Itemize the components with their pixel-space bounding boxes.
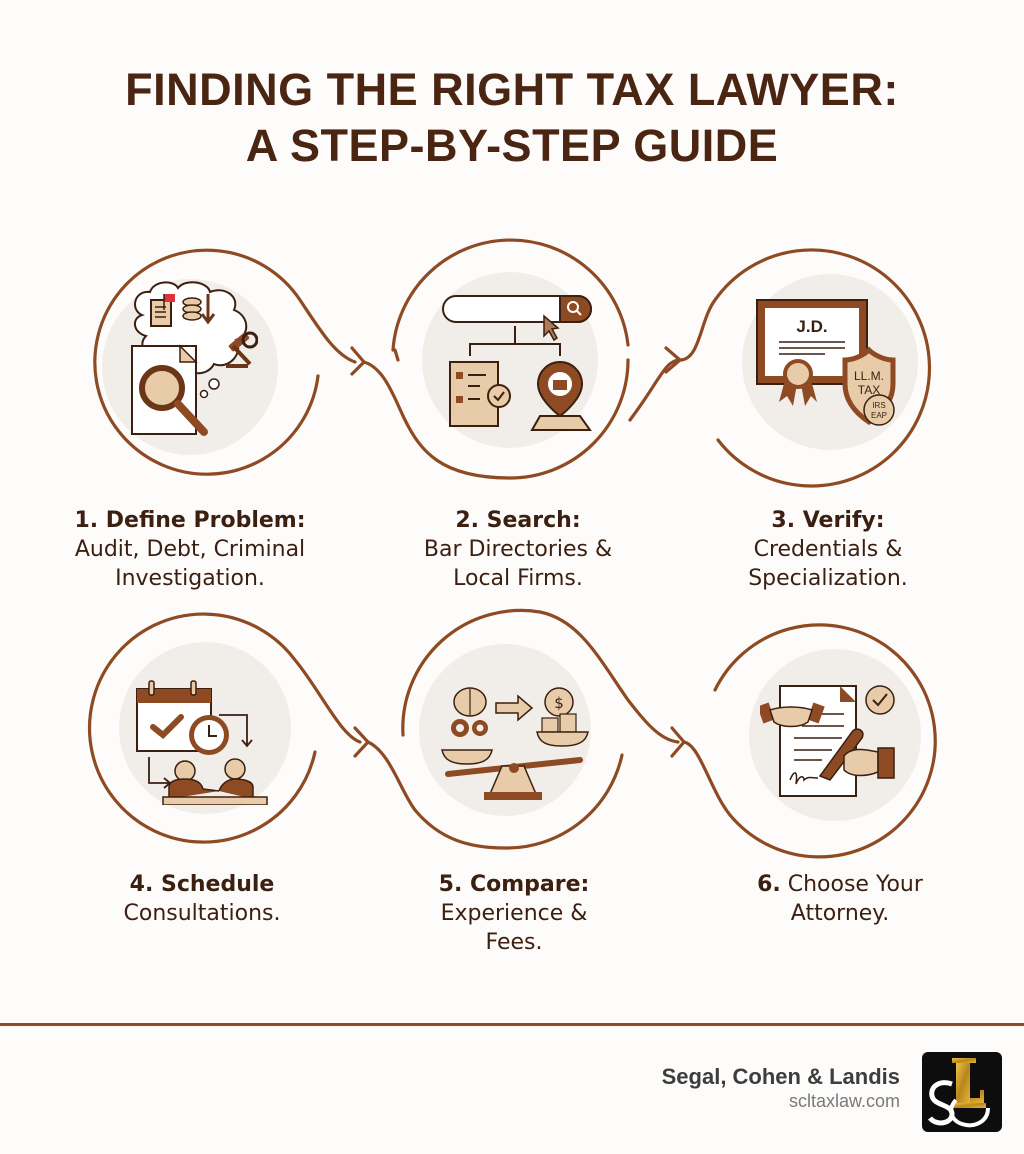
step-4-label: 4. Schedule Consultations. bbox=[52, 870, 352, 928]
compare-scale-icon: $ bbox=[441, 687, 589, 800]
sign-agreement-icon bbox=[760, 685, 895, 797]
credentials-certificate-icon: J.D. LL.M. TAX IRS EAP bbox=[756, 299, 896, 426]
step-1-line-1: Audit, Debt, Criminal bbox=[74, 537, 306, 562]
footer-divider bbox=[0, 1023, 1024, 1026]
svg-text:EAP: EAP bbox=[871, 411, 887, 420]
step-4-line-1: Consultations. bbox=[123, 901, 281, 926]
step-6-heading: 6. Choose Your bbox=[690, 870, 990, 899]
firm-name: Segal, Cohen & Landis bbox=[661, 1064, 900, 1089]
step-5-line-1: Experience & bbox=[440, 901, 588, 926]
firm-branding: Segal, Cohen & Landis scltaxlaw.com bbox=[662, 1064, 900, 1112]
page-title: FINDING THE RIGHT TAX LAWYER: A STEP-BY-… bbox=[0, 62, 1024, 174]
step-3-line-1: Credentials & bbox=[753, 537, 903, 562]
step-1-heading: 1. Define Problem: bbox=[74, 508, 306, 533]
step-3-heading: 3. Verify: bbox=[771, 508, 885, 533]
svg-text:$: $ bbox=[554, 694, 564, 712]
problem-thought-bubble-icon bbox=[131, 281, 258, 436]
title-line-1: FINDING THE RIGHT TAX LAWYER: bbox=[125, 64, 899, 115]
search-directory-icon bbox=[442, 295, 592, 431]
svg-text:LL.M.: LL.M. bbox=[854, 369, 884, 383]
step-6-line-1: Attorney. bbox=[790, 901, 890, 926]
step-6-label: 6. Choose Your Attorney. bbox=[690, 870, 990, 928]
step-2-heading: 2. Search: bbox=[455, 508, 581, 533]
step-5-heading: 5. Compare: bbox=[438, 872, 590, 897]
step-3-line-2: Specialization. bbox=[748, 566, 908, 591]
step-6-number: 6. bbox=[757, 872, 781, 897]
step-2-label: 2. Search: Bar Directories & Local Firms… bbox=[368, 506, 668, 593]
firm-website[interactable]: scltaxlaw.com bbox=[788, 1091, 900, 1111]
step-5-label: 5. Compare: Experience & Fees. bbox=[364, 870, 664, 957]
title-line-2: A STEP-BY-STEP GUIDE bbox=[245, 120, 779, 171]
step-2-line-2: Local Firms. bbox=[453, 566, 583, 591]
step-6-heading-rest: Choose Your bbox=[780, 872, 923, 897]
step-1-line-2: Investigation. bbox=[115, 566, 265, 591]
schedule-meeting-icon bbox=[136, 680, 268, 805]
step-1-label: 1. Define Problem: Audit, Debt, Criminal… bbox=[40, 506, 340, 593]
step-4-heading: 4. Schedule bbox=[129, 872, 275, 897]
ring-step-1 bbox=[93, 248, 357, 476]
svg-text:J.D.: J.D. bbox=[796, 317, 827, 336]
firm-logo bbox=[922, 1052, 1002, 1132]
svg-text:TAX: TAX bbox=[858, 383, 880, 397]
svg-text:IRS: IRS bbox=[872, 401, 885, 410]
step-5-line-2: Fees. bbox=[485, 930, 543, 955]
scl-monogram-icon bbox=[928, 1058, 990, 1128]
step-2-line-1: Bar Directories & bbox=[423, 537, 613, 562]
step-3-label: 3. Verify: Credentials & Specialization. bbox=[678, 506, 978, 593]
step-flow-diagram bbox=[87, 238, 937, 859]
